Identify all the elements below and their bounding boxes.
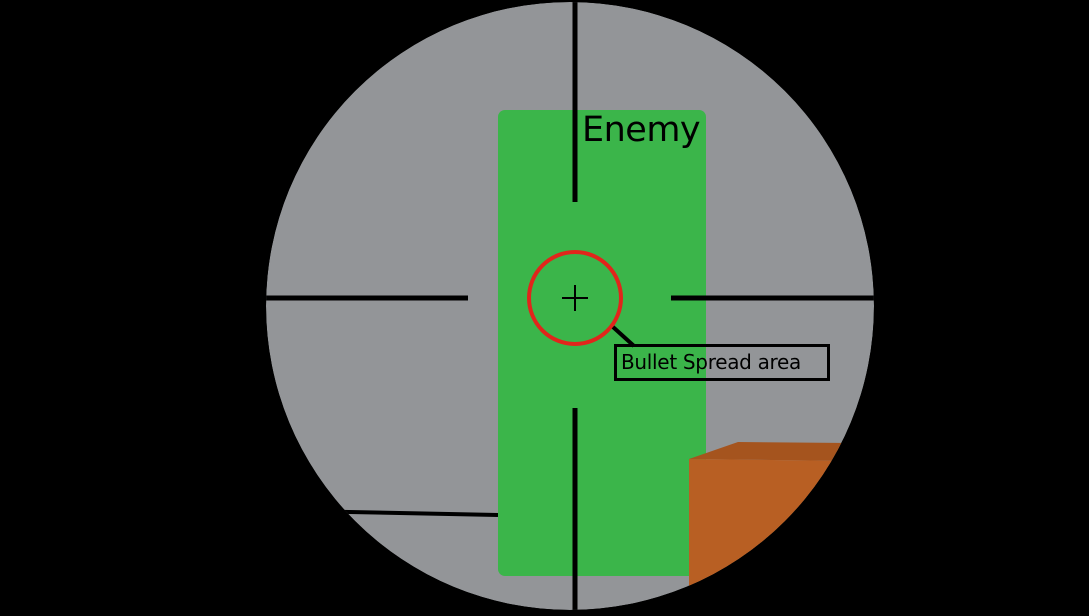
- enemy-target[interactable]: [498, 110, 706, 576]
- bullet-spread-ring: [527, 250, 623, 346]
- crate-top: [689, 442, 850, 461]
- callout-leader-line: [611, 325, 636, 348]
- enemy-label: Enemy: [582, 110, 701, 150]
- bullet-spread-label: Bullet Spread area: [614, 344, 830, 381]
